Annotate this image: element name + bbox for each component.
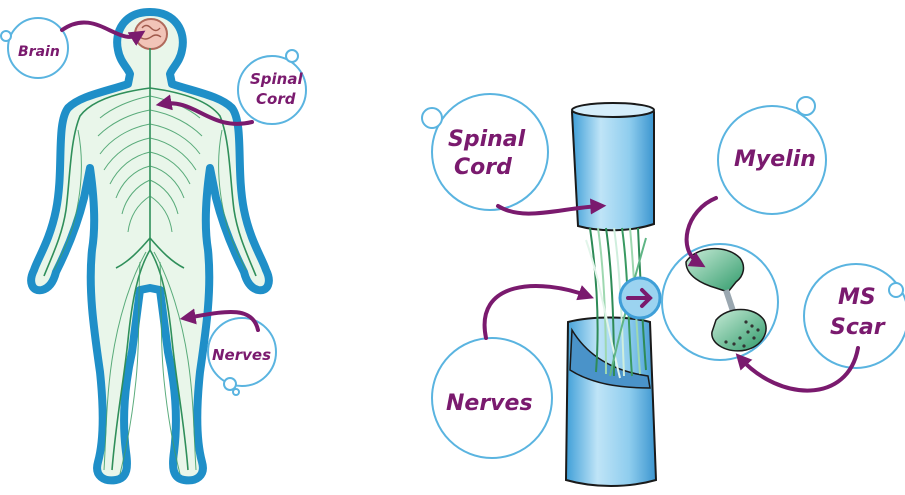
ms-scar-label-2: Scar (830, 315, 886, 340)
myelin-label: Myelin (734, 147, 816, 172)
spinal-cord-label-2: Cord (256, 90, 296, 108)
spinal-cord-label-right-1: Spinal (448, 127, 526, 152)
human-body-figure (31, 12, 269, 480)
spinal-cord-callout-left: Spinal Cord (238, 50, 306, 124)
brain-label: Brain (18, 44, 60, 60)
nerves-label-left: Nerves (212, 346, 271, 364)
spinal-cord-label-1: Spinal (250, 70, 303, 88)
nerves-callout-right: Nerves (432, 338, 552, 458)
spinal-cord-label-right-2: Cord (454, 155, 512, 180)
nerves-callout-left: Nerves (208, 318, 276, 395)
brain-callout: Brain (1, 18, 68, 78)
ms-scar-label-1: MS (838, 285, 876, 310)
ms-scar-callout: MS Scar (804, 264, 905, 368)
myelin-detail (662, 244, 778, 360)
spinal-cord-callout-right: Spinal Cord (422, 94, 548, 210)
myelin-callout: Myelin (718, 97, 826, 214)
nerves-label-right: Nerves (446, 391, 533, 416)
